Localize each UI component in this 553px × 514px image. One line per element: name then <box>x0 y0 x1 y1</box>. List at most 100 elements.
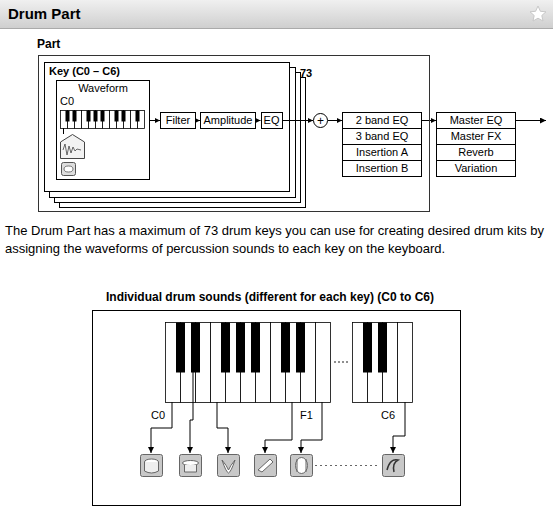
effect-box: Variation <box>436 160 516 177</box>
node-label: Filter <box>166 114 190 127</box>
node-label: Amplitude <box>204 114 253 127</box>
waveform-keyboard-part <box>94 111 98 122</box>
effect-box: Master EQ <box>436 112 516 129</box>
keyboard-illustration-part <box>221 323 230 373</box>
keyboard-ellipsis-part <box>334 361 336 363</box>
keyboard-illustration-part <box>378 323 387 373</box>
waveform-keyboard-part <box>73 111 77 122</box>
keyboard-illustration-part <box>236 323 245 373</box>
node-label: Master FX <box>451 130 502 143</box>
part-box: PartKey (C0 – C6)WaveformC0FilterAmplitu… <box>38 55 430 212</box>
key-to-sound-arrow-part <box>301 402 322 453</box>
drum-sound-icon-part <box>145 462 159 473</box>
waveform-keyboard-part <box>101 111 105 122</box>
section-heading: Individual drum sounds (different for ea… <box>106 290 434 304</box>
keyboard-ellipsis-part <box>342 361 344 363</box>
effect-box: 3 band EQ <box>342 128 422 145</box>
star-icon <box>530 6 546 21</box>
waveform-icon-part <box>63 144 81 155</box>
keyboard-illustration-part <box>281 323 290 373</box>
process-box: EQ <box>261 112 283 129</box>
drum-sound-icon-part <box>180 455 202 477</box>
page-title: Drum Part <box>8 5 81 22</box>
keyboard-ellipsis <box>334 361 348 363</box>
drum-sound-icon-part <box>183 461 199 466</box>
mixer-circle: + <box>313 113 328 128</box>
effect-box: Master FX <box>436 128 516 145</box>
process-box: Filter <box>160 112 196 129</box>
signal-arrow <box>283 120 314 121</box>
label-slot: C0 <box>151 405 169 423</box>
key-name: C6 <box>381 409 395 421</box>
waveform-icon-part <box>63 128 64 134</box>
keyboard-illustration-part <box>363 323 372 373</box>
keyboard-ellipsis-part <box>346 361 348 363</box>
label-slot: Individual drum sounds (different for ea… <box>40 287 500 305</box>
output-arrow-part <box>516 120 546 121</box>
signal-arrow <box>150 120 160 121</box>
node-label: Insertion A <box>356 146 408 159</box>
keyboard-illustration-part <box>398 323 413 403</box>
key-to-sound-arrow <box>151 372 405 453</box>
key-name: C0 <box>151 409 165 421</box>
effect-box: Reverb <box>436 144 516 161</box>
node-label: Variation <box>455 162 498 175</box>
star-icon-part <box>530 6 546 21</box>
waveform-keyboard-part <box>66 111 70 122</box>
waveform-keyboard-part <box>87 111 91 122</box>
node-label: Master EQ <box>450 114 503 127</box>
waveform-keyboard-part <box>115 111 119 122</box>
node-label: 2 band EQ <box>356 114 409 127</box>
drum-sound-icon-part <box>222 460 235 473</box>
drum-sound-icon-part <box>218 455 240 477</box>
drum-sound-icon-part <box>306 459 307 472</box>
drum-sound-icon-part <box>387 460 398 472</box>
node-label: EQ <box>264 114 280 127</box>
key-to-sound-arrow-part <box>265 402 292 453</box>
drum-sound-icon-part <box>297 459 298 472</box>
key-to-sound-arrow-part <box>217 402 228 453</box>
effect-box: Insertion B <box>342 160 422 177</box>
key-name: F1 <box>300 409 313 421</box>
header-bar-part <box>0 0 553 28</box>
label-slot: 73 <box>300 63 320 81</box>
node-sublabel: C0 <box>57 95 149 108</box>
header-bar <box>0 0 553 29</box>
label-slot: Drum Part <box>8 5 81 23</box>
waveform-icon <box>61 128 85 176</box>
signal-arrow <box>422 120 436 121</box>
header-bar-part <box>0 28 553 29</box>
key-box: Key (C0 – C6)WaveformC0FilterAmplitudeEQ <box>44 62 290 192</box>
keyboard-illustration-part <box>191 323 200 373</box>
key-to-sound-arrow-part <box>151 402 172 453</box>
mixer-circle-outline <box>314 114 328 128</box>
effect-box: 2 band EQ <box>342 112 422 129</box>
waveform-keyboard <box>61 111 145 129</box>
node-label: Key (C0 – C6) <box>45 63 289 80</box>
keyboard-illustration-part <box>176 323 185 373</box>
node-label: Insertion B <box>356 162 409 175</box>
label-slot: The Drum Part has a maximum of 73 drum k… <box>5 222 550 258</box>
drum-sound-icon-part <box>255 455 277 477</box>
label-slot: C6 <box>381 405 399 423</box>
waveform-icon-part <box>64 166 73 172</box>
node-label: Reverb <box>458 146 493 159</box>
waveform-keyboard-part <box>136 111 140 122</box>
waveform-box: WaveformC0 <box>56 80 150 180</box>
process-box: Amplitude <box>200 112 256 129</box>
drum-sound-icon-part <box>141 455 163 477</box>
icon-continuation-dots <box>315 465 380 466</box>
node-label: 3 band EQ <box>356 130 409 143</box>
keyboard-illustration-part <box>251 323 260 373</box>
node-label: + <box>317 115 324 127</box>
keyboard-illustration-part <box>316 323 331 403</box>
keyboard-illustration-part <box>296 323 305 373</box>
keyboard-illustration <box>353 323 413 403</box>
node-label: Waveform <box>57 82 149 95</box>
output-arrow <box>516 120 546 121</box>
drum-sound-icon-part <box>258 459 273 472</box>
key-layer-stack-part <box>44 62 290 192</box>
effect-box: Insertion A <box>342 144 422 161</box>
